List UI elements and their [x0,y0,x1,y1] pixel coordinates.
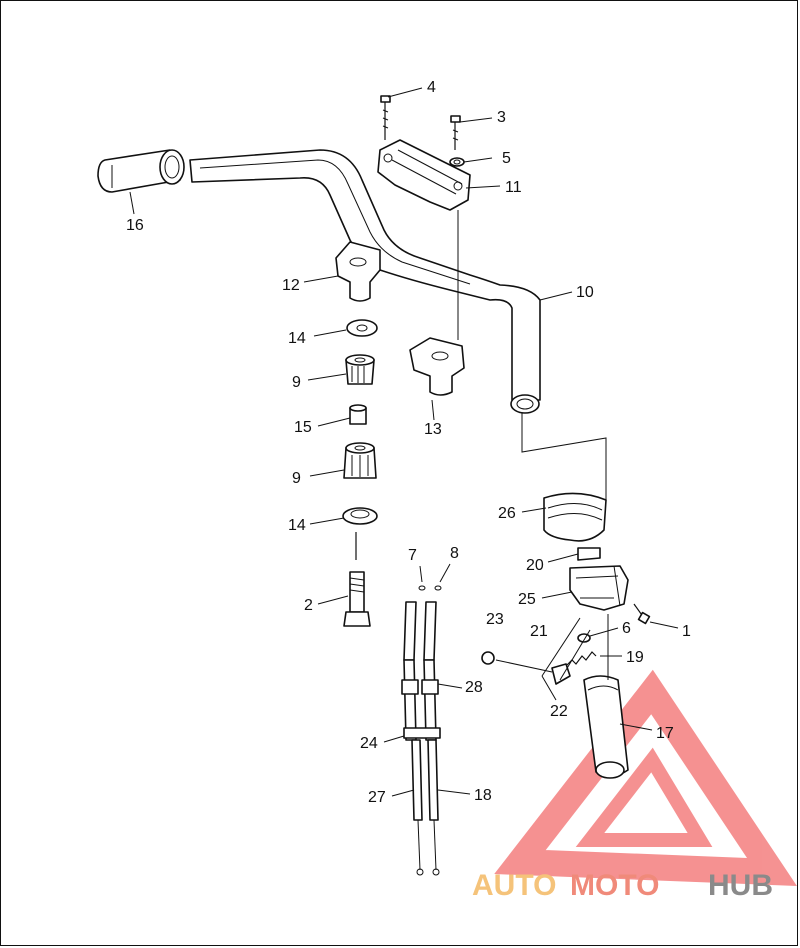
callout-4: 4 [427,79,436,96]
callout-6: 6 [622,620,631,637]
set-screw-23 [481,651,495,665]
callout-22: 22 [550,703,568,720]
callout-11: 11 [505,179,522,196]
washer-5 [449,157,465,167]
upper-clamp [377,139,471,211]
callout-23: 23 [486,611,504,628]
bolt-2 [343,532,371,627]
washer-14-top [346,319,378,337]
watermark-auto: AUTO [472,869,556,902]
callout-9-lower: 9 [292,470,301,487]
screw-3 [450,115,461,150]
throttle-grip-17 [583,675,629,779]
riser-12 [335,241,381,302]
callout-7: 7 [408,547,417,564]
callout-18: 18 [474,787,492,804]
callout-28: 28 [465,679,483,696]
leader-lines [129,87,679,797]
callout-1: 1 [682,623,691,640]
callout-numbers: 4 3 5 11 16 12 10 14 9 15 13 9 14 2 7 8 … [126,79,691,806]
callout-19: 19 [626,649,644,666]
watermark-text: AUTO MOTO HUB [472,869,773,902]
callout-27: 27 [368,789,386,806]
callout-26: 26 [498,505,516,522]
spring-assembly [495,633,597,685]
callout-21: 21 [530,623,548,640]
throttle-housing-26 [543,492,607,542]
callout-10: 10 [576,284,594,301]
callout-20: 20 [526,557,544,574]
callout-14-top: 14 [288,330,306,347]
callout-8: 8 [450,545,459,562]
callout-5: 5 [502,150,511,167]
watermark-hub: HUB [708,869,773,902]
callout-14-lower: 14 [288,517,306,534]
washer-14-lower [342,507,378,525]
lower-housing-25 [569,565,629,611]
bushing-9-lower [343,442,377,479]
handlebar [189,149,541,414]
callout-2: 2 [304,597,313,614]
callout-17: 17 [656,725,674,742]
callout-15: 15 [294,419,312,436]
callout-3: 3 [497,109,506,126]
spacer-15 [349,404,367,425]
ferrule-20 [577,547,601,561]
screw-4 [380,95,391,140]
callout-12: 12 [282,277,300,294]
callout-24: 24 [360,735,378,752]
bushing-9-top [345,354,375,385]
screw-1 [633,603,651,625]
bracket-21 [541,617,591,681]
assembly-line [521,412,607,500]
cables [401,585,442,876]
callout-16: 16 [126,217,144,234]
callout-13: 13 [424,421,442,438]
callout-25: 25 [518,591,536,608]
watermark-logo [494,669,797,887]
riser-13 [409,210,465,396]
left-grip [97,149,185,193]
callout-9-top: 9 [292,374,301,391]
watermark-moto: MOTO [570,869,659,902]
